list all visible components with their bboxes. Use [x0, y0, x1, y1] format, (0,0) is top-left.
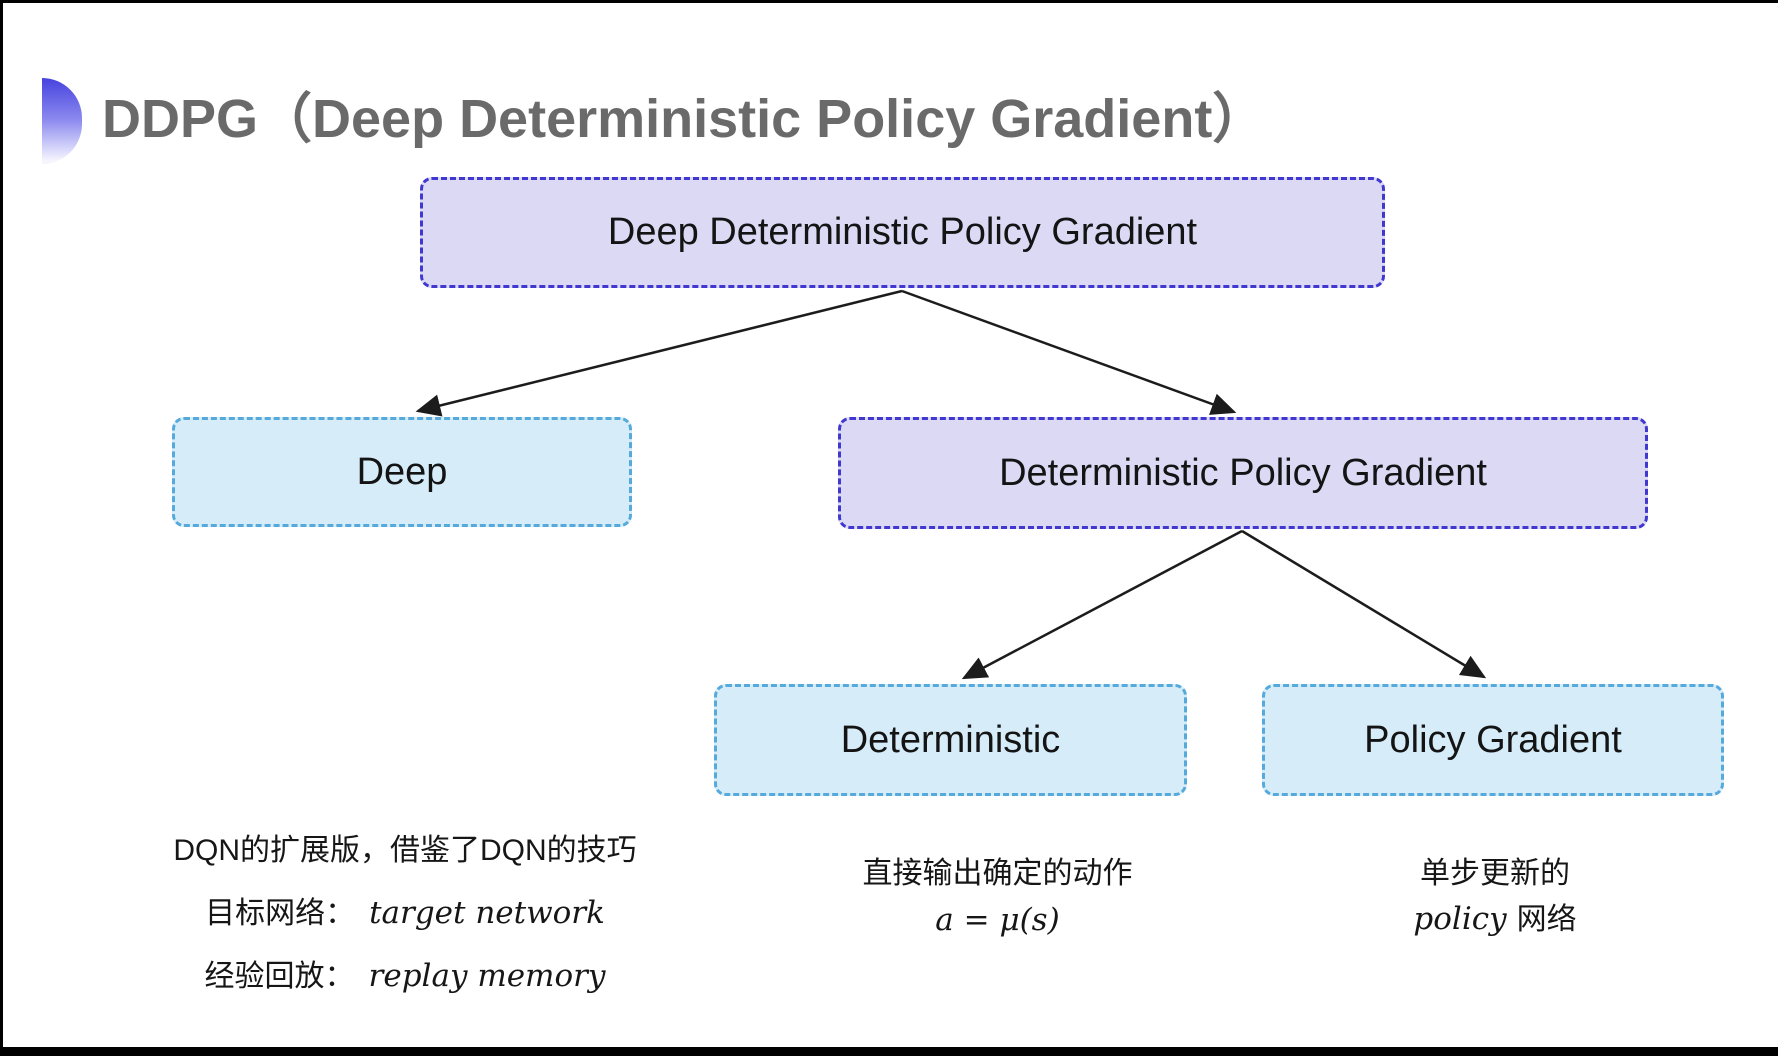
note-deterministic-line1: 直接输出确定的动作: [862, 857, 1133, 890]
note-policy-gradient: 单步更新的 policy 网络: [1280, 856, 1710, 947]
node-deterministic-policy-gradient: Deterministic Policy Gradient: [838, 417, 1648, 529]
note-deep-line2-label: 目标网络：: [205, 897, 356, 930]
note-deterministic-formula: a = μ(s): [935, 902, 1060, 938]
frame-edge-top: [0, 0, 1778, 3]
arrow-root-to-dpg: [901, 289, 1237, 415]
note-deep-line2-term: target network: [369, 895, 605, 931]
note-deep-line2: 目标网络： target network: [130, 895, 680, 932]
arrow-dpg-to-deterministic: [961, 529, 1243, 680]
node-label: Deep Deterministic Policy Gradient: [607, 211, 1198, 253]
frame-edge-bottom: [0, 1047, 1778, 1056]
node-deterministic: Deterministic: [714, 684, 1187, 796]
note-deep-line1: DQN的扩展版，借鉴了DQN的技巧: [173, 834, 637, 867]
arrow-dpg-to-policy-gradient: [1241, 529, 1487, 679]
node-label: Deterministic: [840, 718, 1061, 761]
node-deep: Deep: [172, 417, 632, 527]
node-label: Deep: [356, 450, 448, 493]
node-label: Policy Gradient: [1364, 718, 1622, 761]
note-deep: DQN的扩展版，借鉴了DQN的技巧 目标网络： target network 经验…: [130, 833, 680, 1021]
note-policy-line2-rest: 网络: [1516, 903, 1577, 936]
frame-edge-left: [0, 0, 3, 1056]
note-deep-line3-label: 经验回放：: [204, 960, 355, 993]
node-policy-gradient: Policy Gradient: [1262, 684, 1724, 796]
note-policy-line1: 单步更新的: [1420, 857, 1570, 890]
note-policy-line2: policy 网络: [1280, 901, 1710, 938]
title-bullet-icon: [42, 78, 82, 164]
note-deterministic: 直接输出确定的动作 a = μ(s): [760, 856, 1235, 948]
node-deep-deterministic-policy-gradient: Deep Deterministic Policy Gradient: [420, 177, 1385, 288]
arrow-root-to-deep: [415, 289, 903, 417]
note-deep-line3: 经验回放： replay memory: [130, 958, 680, 995]
note-policy-line2-term: policy: [1413, 901, 1507, 937]
note-deep-line3-term: replay memory: [368, 958, 606, 994]
page-title: DDPG（Deep Deterministic Policy Gradient）: [102, 89, 1267, 149]
node-label: Deterministic Policy Gradient: [999, 451, 1487, 494]
